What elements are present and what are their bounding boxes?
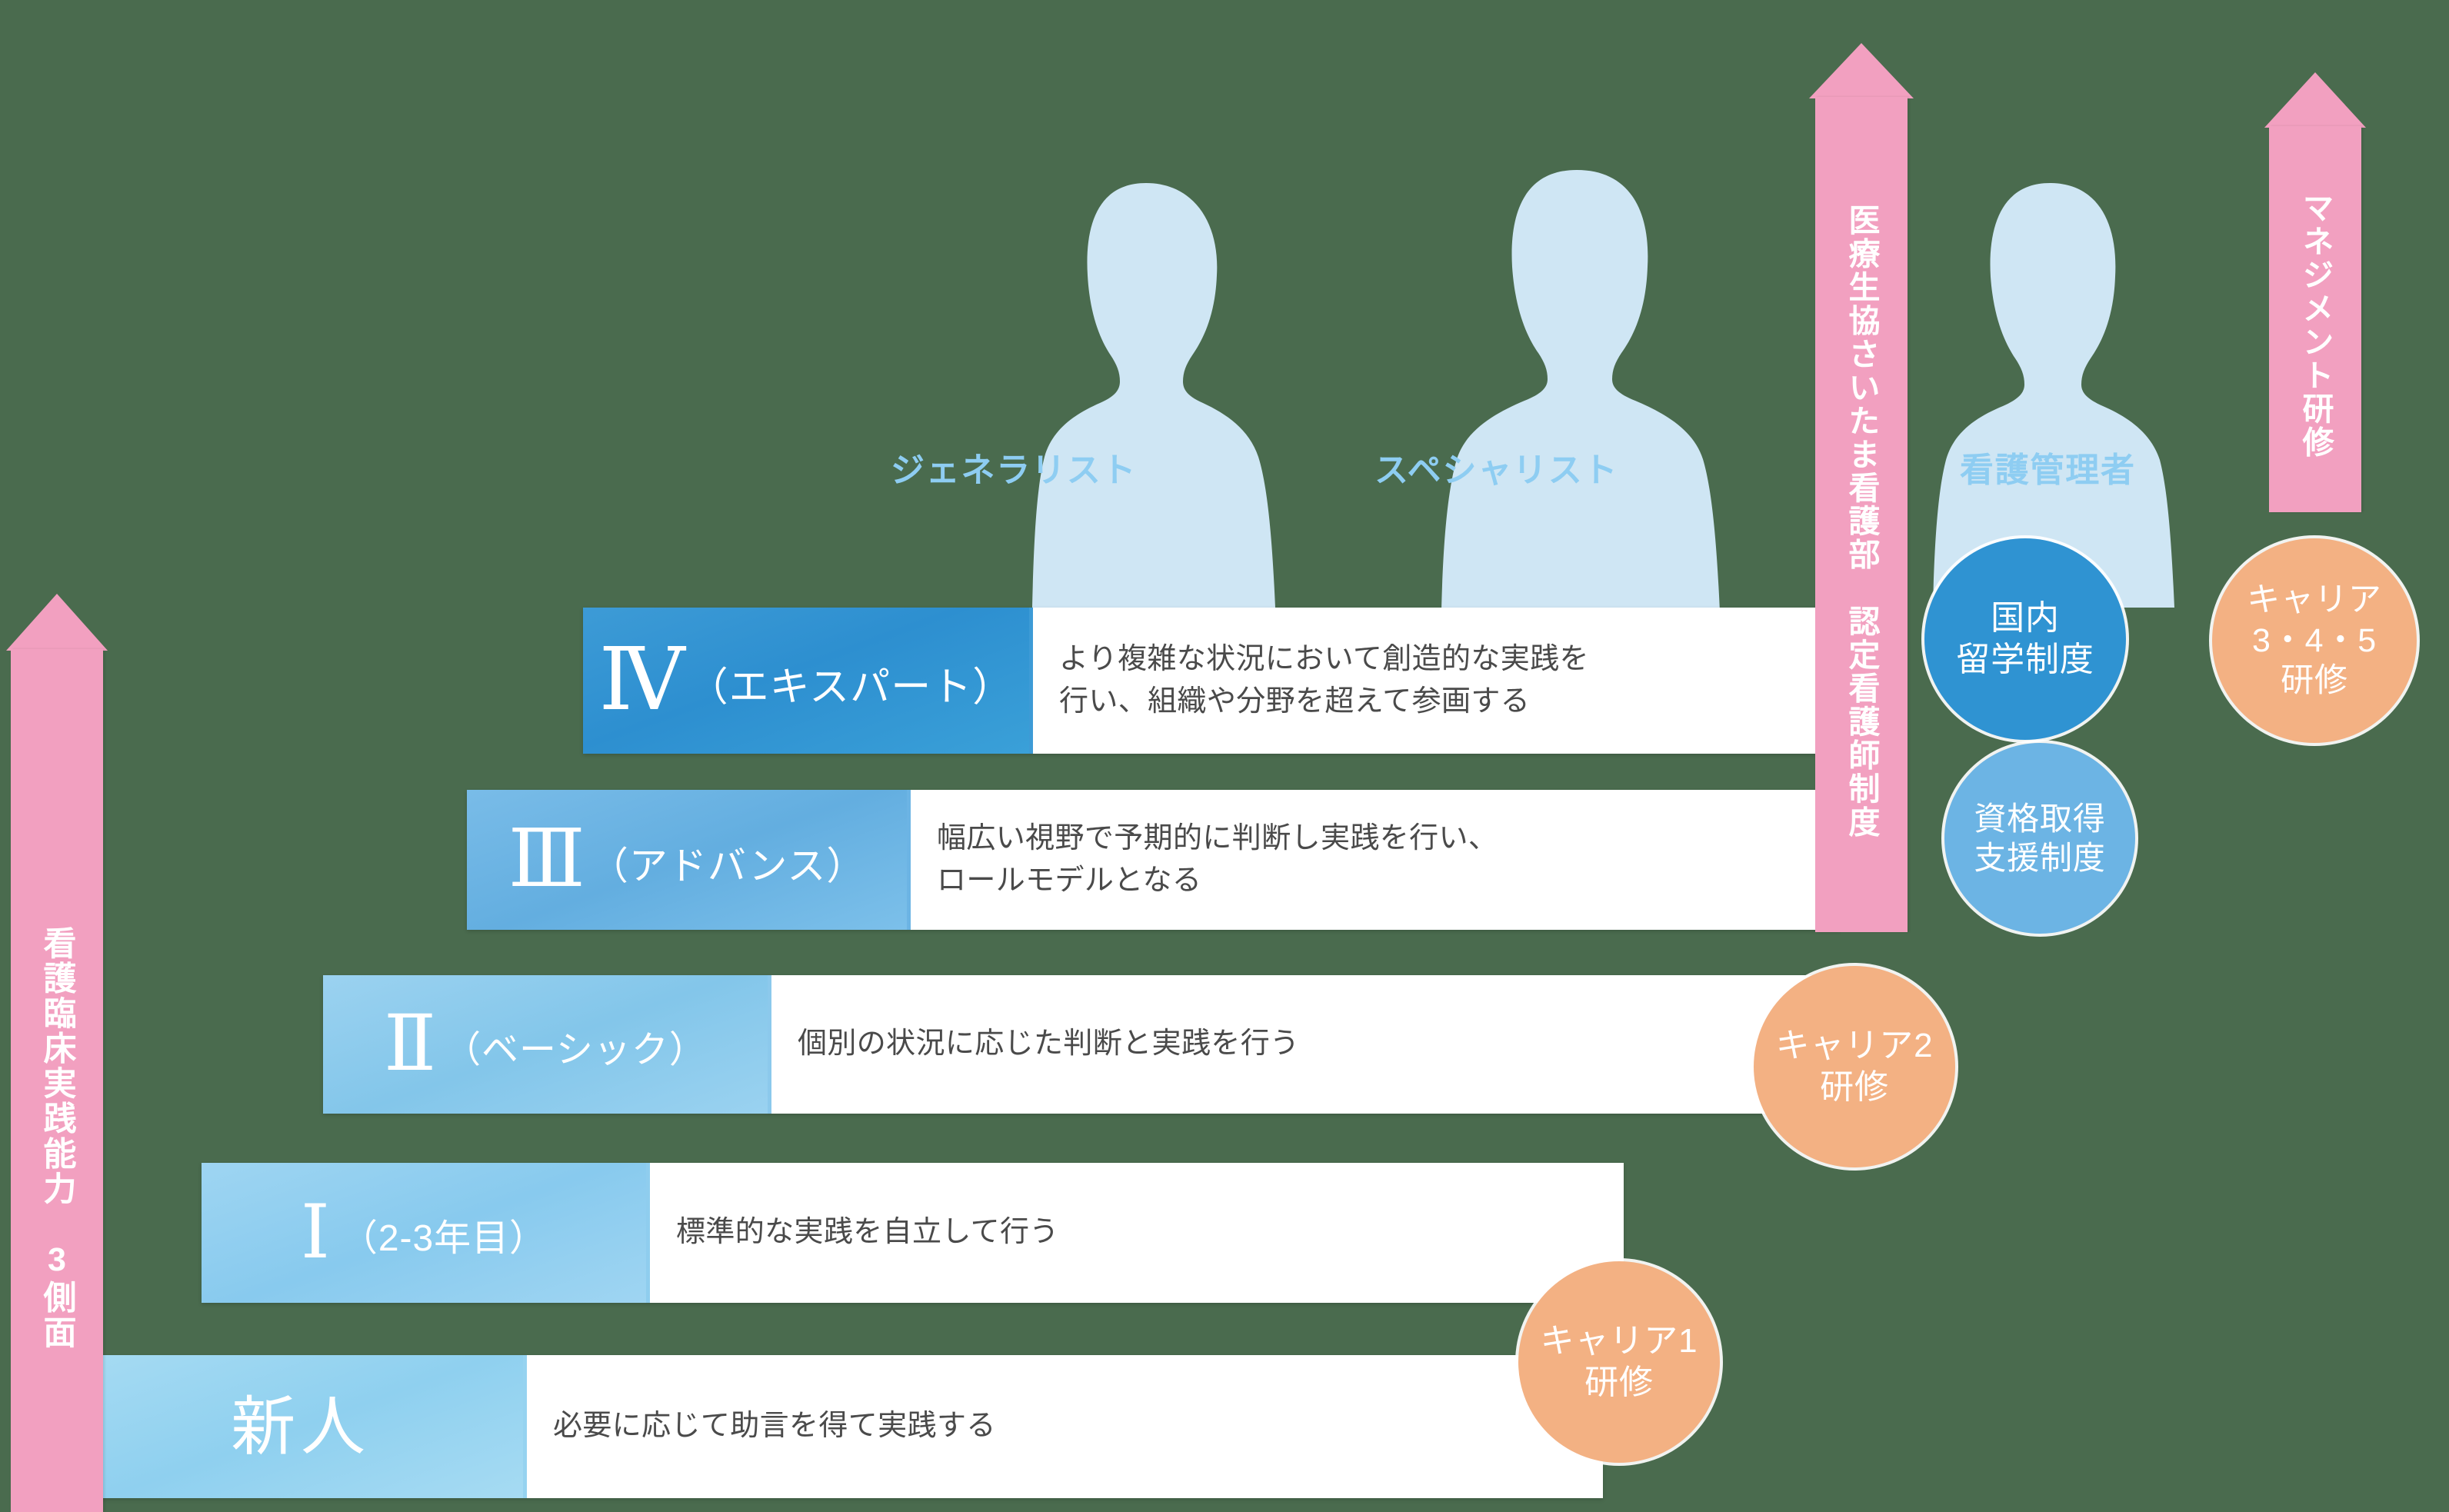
level-description-4: より複雑な状況において創造的な実践を 行い、組織や分野を超えて参画する	[1029, 608, 1840, 754]
badge-line-2: 研修	[1584, 1364, 1654, 1401]
level-description-novice: 必要に応じて助言を得て実践する	[523, 1355, 1603, 1498]
level-chip-level-2: Ⅱ （ベーシック）	[323, 975, 768, 1114]
ladder-row-novice: 新人 必要に応じて助言を得て実践する	[78, 1355, 1603, 1498]
level-chip-level-4: Ⅳ （エキスパート）	[583, 608, 1029, 754]
left-axis-arrow-label: 看護臨床実践能力 3側面	[11, 649, 103, 1512]
desc-line-1: 幅広い視野で予期的に判断し実践を行い、	[937, 821, 1498, 854]
badge-line-1: 国内	[1991, 599, 2060, 638]
nurse-manager-silhouette	[1933, 183, 2174, 608]
badge-line-2: 支援制度	[1974, 840, 2106, 876]
badge-domestic-study[interactable]: 国内 留学制度	[1924, 538, 2126, 740]
level-chip-novice: 新人	[78, 1355, 523, 1498]
role-label-generalist: ジェネラリスト	[891, 451, 1138, 489]
certified-nurse-arrow: 医療生協さいたま看護部 認定看護師制度	[1809, 43, 1914, 932]
desc-line-2: 行い、組織や分野を超えて参画する	[1059, 685, 1531, 718]
badge-career-345[interactable]: キャリア 3・4・5 研修	[2212, 538, 2417, 743]
badge-line-1: キャリア	[2247, 581, 2382, 619]
certified-nurse-arrow-label: 医療生協さいたま看護部 認定看護師制度	[1815, 97, 1908, 932]
role-label-specialist: スペシャリスト	[1374, 451, 1619, 489]
desc-line-1: 標準的な実践を自立して行う	[676, 1216, 1059, 1249]
badge-line-3: 研修	[2281, 662, 2348, 700]
management-training-arrow: マネジメント研修	[2264, 72, 2366, 512]
badge-qualification-support[interactable]: 資格取得 支援制度	[1944, 743, 2135, 934]
badge-line-2: 研修	[1820, 1068, 1889, 1106]
badge-line-2: 3・4・5	[2251, 621, 2377, 659]
badge-career-1[interactable]: キャリア1 研修	[1518, 1261, 1720, 1463]
badge-line-1: キャリア1	[1540, 1322, 1698, 1360]
level-roman-1: Ⅰ	[300, 1191, 330, 1274]
role-label-nurse-manager: 看護管理者	[1960, 451, 2136, 489]
management-training-arrow-head	[2264, 72, 2366, 128]
level-roman-novice: 新人	[231, 1390, 371, 1463]
badge-line-1: 資格取得	[1974, 800, 2106, 837]
level-description-3: 幅広い視野で予期的に判断し実践を行い、 ロールモデルとなる	[907, 790, 1840, 930]
badge-career-2[interactable]: キャリア2 研修	[1754, 966, 1955, 1167]
certified-nurse-arrow-head	[1809, 43, 1914, 98]
level-description-1: 標準的な実践を自立して行う	[646, 1163, 1624, 1303]
badge-line-1: キャリア2	[1775, 1027, 1934, 1065]
level-sub-4: （エキスパート）	[688, 665, 1014, 710]
level-chip-level-3: Ⅲ （アドバンス）	[467, 790, 907, 930]
specialist-silhouette	[1441, 170, 1720, 611]
left-arrow-head	[6, 594, 108, 651]
ladder-row-level-1: Ⅰ （2-3年目） 標準的な実践を自立して行う	[202, 1163, 1624, 1303]
ladder-row-level-2: Ⅱ （ベーシック） 個別の状況に応じた判断と実践を行う	[323, 975, 1840, 1114]
level-sub-3: （アドバンス）	[589, 844, 866, 888]
desc-line-2: ロールモデルとなる	[937, 864, 1202, 897]
desc-line-1: 個別の状況に応じた判断と実践を行う	[798, 1027, 1300, 1061]
badge-line-2: 留学制度	[1956, 641, 2094, 678]
level-sub-2: （ベーシック）	[444, 1030, 707, 1071]
ladder-row-level-4: Ⅳ （エキスパート） より複雑な状況において創造的な実践を 行い、組織や分野を超…	[583, 608, 1840, 754]
ladder-row-level-3: Ⅲ （アドバンス） 幅広い視野で予期的に判断し実践を行い、 ロールモデルとなる	[467, 790, 1840, 930]
level-description-2: 個別の状況に応じた判断と実践を行う	[768, 975, 1840, 1114]
generalist-silhouette	[1032, 183, 1275, 608]
left-axis-arrow: 看護臨床実践能力 3側面	[6, 594, 108, 1512]
level-sub-1: （2-3年目）	[340, 1218, 548, 1259]
level-roman-3: Ⅲ	[508, 815, 585, 904]
level-roman-2: Ⅱ	[384, 1001, 437, 1087]
desc-line-1: 必要に応じて助言を得て実践する	[553, 1410, 996, 1443]
desc-line-1: より複雑な状況において創造的な実践を	[1059, 642, 1589, 675]
level-chip-level-1: Ⅰ （2-3年目）	[202, 1163, 646, 1303]
level-roman-4: Ⅳ	[598, 633, 685, 728]
management-training-arrow-label: マネジメント研修	[2269, 126, 2361, 512]
